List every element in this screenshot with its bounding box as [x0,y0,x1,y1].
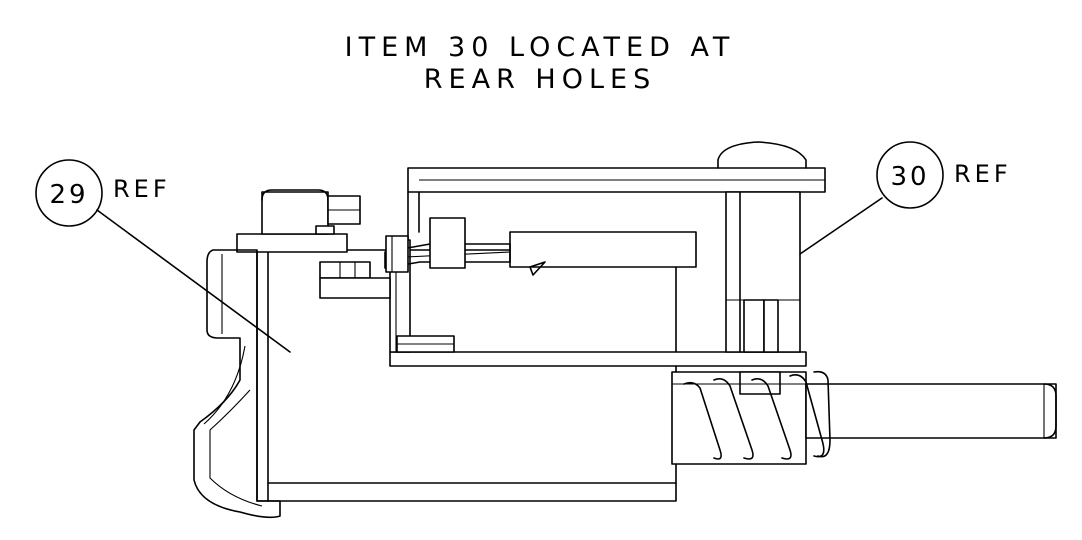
balloon-29 [35,159,103,227]
balloon-30 [876,141,944,209]
part-outline [193,141,1057,519]
balloon-29-ref: REF [113,175,171,203]
leader-30 [799,197,883,255]
balloon-29-number: 29 [49,180,88,210]
callout-29: 29 REF [35,159,291,353]
note-line-2: REAR HOLES [424,64,656,95]
note-line-1: ITEM 30 LOCATED AT [345,32,736,63]
balloon-30-number: 30 [890,162,929,192]
leader-29 [96,209,291,353]
callout-30: 30 REF [799,141,1012,255]
balloon-30-ref: REF [954,160,1012,188]
